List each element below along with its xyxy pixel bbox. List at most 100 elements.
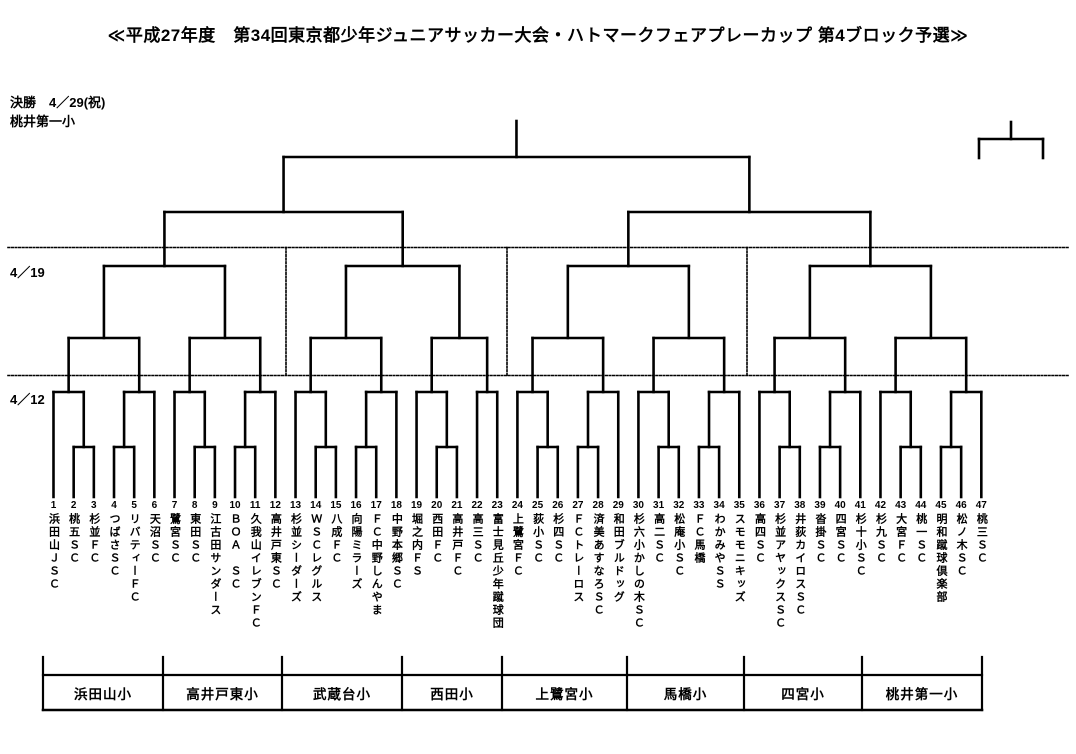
team-name: ＦＣ中野しんやま [370, 513, 383, 617]
team-number: 30 [632, 500, 644, 511]
venue-cell: 浜田山小 [74, 686, 132, 702]
team-name: 江古田サンダース [208, 513, 221, 617]
team-number: 12 [269, 500, 281, 511]
team-number: 45 [935, 500, 947, 511]
team-number: 20 [431, 500, 443, 511]
team-number: 11 [249, 500, 261, 511]
team-name: わかみやＳＳ [713, 513, 726, 591]
team-name: 高井戸東ＳＣ [269, 513, 282, 591]
team-number: 31 [653, 500, 665, 511]
team-number: 41 [854, 500, 866, 511]
team-number: 43 [895, 500, 907, 511]
team-number: 36 [753, 500, 765, 511]
team-name: ＷＳＣレグルス [309, 513, 322, 604]
team-number: 4 [111, 500, 117, 511]
final-venue-label: 桃井第一小 [10, 114, 76, 129]
team-number: 24 [511, 500, 523, 511]
team-number: 47 [975, 500, 987, 511]
team-number: 32 [673, 500, 685, 511]
team-name: 浜田山ＪＳＣ [47, 513, 60, 591]
team-number: 29 [612, 500, 624, 511]
team-number: 28 [592, 500, 604, 511]
team-name: 桃一ＳＣ [914, 513, 927, 565]
team-name: 鷺宮ＳＣ [168, 513, 181, 565]
round-date-4-12: 4／12 [10, 392, 45, 407]
team-name: 高井戸ＦＣ [450, 513, 463, 578]
team-number: 8 [191, 500, 198, 511]
team-number: 7 [171, 500, 178, 511]
team-number: 14 [310, 500, 322, 511]
team-name: 高三ＳＣ [471, 513, 484, 565]
team-name: 桃三ＳＣ [975, 513, 988, 565]
team-number: 2 [70, 500, 77, 511]
team-name: 高二ＳＣ [652, 513, 665, 565]
team-number: 34 [713, 500, 725, 511]
team-name: 上鷺宮ＦＣ [511, 513, 524, 578]
team-name: 桃五ＳＣ [67, 513, 80, 565]
team-number: 21 [451, 500, 463, 511]
team-number: 46 [955, 500, 967, 511]
venue-cell: 武蔵台小 [313, 686, 371, 702]
team-number: 9 [212, 500, 218, 511]
team-name: ＢＯＡ ＳＣ [229, 513, 242, 591]
team-name: 中野本郷ＳＣ [390, 513, 403, 591]
venue-cell: 高井戸東小 [186, 686, 259, 702]
team-number: 26 [552, 500, 564, 511]
team-number: 18 [390, 500, 402, 511]
team-number: 15 [330, 500, 342, 511]
team-name: 荻小ＳＣ [531, 513, 544, 565]
team-number: 10 [229, 500, 241, 511]
final-date-label: 決勝 4／29(祝) [10, 95, 106, 110]
team-name: 済美あすなろＳＣ [592, 513, 605, 617]
tournament-title: ≪平成27年度 第34回東京都少年ジュニアサッカー大会・ハトマークフェアプレーカ… [107, 26, 969, 45]
team-name: 向陽ミラーズ [350, 513, 363, 591]
team-name: 久我山イレブンＦＣ [249, 513, 262, 630]
team-number: 37 [774, 500, 786, 511]
team-name: 杉十小ＳＣ [854, 513, 867, 578]
team-number: 25 [532, 500, 544, 511]
team-name: 富士見丘少年蹴球団 [491, 513, 504, 630]
venue-cell: 西田小 [430, 686, 474, 702]
team-name: つばさＳＣ [108, 513, 120, 578]
team-name: 和田ブルドッグ [612, 513, 625, 604]
team-number: 33 [693, 500, 705, 511]
venue-cell: 四宮小 [781, 686, 825, 702]
team-name: スモモニキッズ [733, 513, 746, 604]
team-name: 杉四ＳＣ [551, 513, 564, 565]
venue-cell: 馬橋小 [663, 686, 708, 702]
round-date-4-19: 4／19 [10, 265, 45, 280]
venue-cell: 上鷺宮小 [535, 686, 594, 702]
team-name: 杉並ＦＣ [87, 513, 100, 565]
team-name: 松ノ木ＳＣ [955, 513, 968, 578]
team-name: 杉六小かしの木ＳＣ [632, 513, 645, 630]
team-number: 1 [50, 500, 57, 511]
team-name: 八成ＦＣ [329, 513, 342, 565]
team-name: ＦＣ馬橋 [692, 513, 705, 565]
team-number: 42 [874, 500, 887, 511]
team-name: 杉並シーダーズ [289, 513, 302, 604]
team-name: 高四ＳＣ [753, 513, 766, 565]
team-number: 27 [572, 500, 584, 511]
team-number: 3 [91, 500, 97, 511]
team-number: 35 [733, 500, 745, 511]
venue-cell: 桃井第一小 [885, 686, 959, 702]
team-name: 天沼ＳＣ [148, 513, 161, 565]
team-number: 39 [814, 500, 826, 511]
team-number: 40 [834, 500, 846, 511]
team-name: 堀之内ＦＳ [410, 513, 423, 578]
team-name: 大宮ＦＣ [894, 513, 907, 565]
team-name: 四宮ＳＣ [834, 513, 847, 565]
team-name: 東田ＳＣ [188, 513, 201, 565]
team-number: 23 [491, 500, 503, 511]
team-number: 16 [350, 500, 362, 511]
team-number: 38 [794, 500, 806, 511]
team-name: 杉並アヤックスＳＣ [773, 513, 786, 630]
team-name: 西田ＦＣ [430, 513, 443, 565]
team-number: 17 [370, 500, 382, 511]
team-name: 明和蹴球倶楽部 [934, 513, 947, 604]
team-number: 6 [151, 500, 158, 511]
team-number: 13 [289, 500, 302, 511]
team-number: 5 [131, 500, 137, 511]
team-number: 19 [410, 500, 423, 511]
